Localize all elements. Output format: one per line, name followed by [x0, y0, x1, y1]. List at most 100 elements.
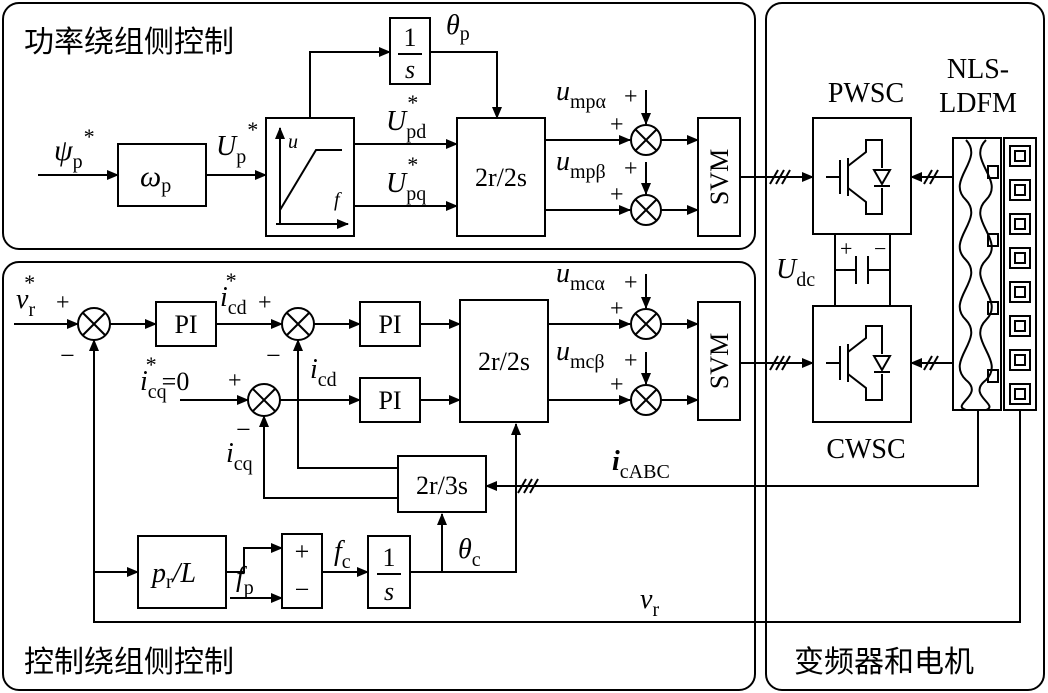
converter-machine-title: 变频器和电机 — [794, 645, 974, 680]
minus-sign: − — [236, 415, 251, 444]
summing-junction-icon — [630, 194, 662, 226]
pr-over-l-block — [137, 535, 227, 609]
transform-2r3s — [397, 455, 487, 513]
integrator-top-block — [389, 17, 431, 85]
summing-junction-icon — [247, 383, 281, 417]
theta-p-label: θp — [446, 10, 470, 45]
up-star-label: Up* — [216, 117, 257, 168]
igbt-switch-icon — [826, 325, 892, 401]
icd-star-label: icd* — [220, 268, 247, 319]
plus-sign: + — [624, 270, 638, 296]
icabc-label: icABC — [612, 446, 670, 483]
ump-alpha-label: umpα — [556, 76, 607, 113]
bus-slash-icon — [769, 355, 791, 371]
summing-junction-icon — [630, 308, 662, 340]
transform-2r2s-top-label: 2r/2s — [475, 163, 527, 192]
summing-junction-icon — [281, 307, 315, 341]
cwsc-label: CWSC — [826, 434, 905, 465]
pi-2-label: PI — [378, 310, 401, 339]
summing-junction-icon — [77, 307, 111, 341]
summing-junction-icon — [630, 384, 662, 416]
theta-c-to-transform — [410, 423, 521, 573]
converter-machine-panel — [765, 2, 1045, 691]
plus-sign: + — [610, 372, 624, 398]
capacitor-icon — [835, 256, 890, 284]
fp-label: fp — [236, 562, 254, 599]
icd-feedback — [293, 339, 398, 469]
control-winding-panel — [2, 261, 756, 691]
svm-top-label: SVM — [705, 149, 734, 205]
transform-2r2s-top — [456, 117, 546, 237]
icq-label: icq — [226, 438, 253, 475]
plus-sign: + — [610, 112, 624, 138]
omega-p-block — [117, 143, 207, 207]
omega-p-text: ωp — [140, 160, 171, 197]
transform-2r2s-bottom-label: 2r/2s — [478, 347, 530, 376]
plus-sign: + — [624, 84, 638, 110]
upq-label: Upq* — [386, 152, 426, 205]
bus-slash-icon — [769, 169, 791, 185]
umc-beta-label: umcβ — [556, 336, 605, 373]
power-winding-title: 功率绕组侧控制 — [24, 25, 234, 60]
pr-over-l-label: pr/L — [150, 558, 196, 593]
machine-label-2: LDFM — [939, 88, 1017, 119]
bus-slash-icon — [517, 478, 539, 494]
theta-c-label: θc — [458, 534, 481, 571]
upd-label: Upd* — [386, 90, 426, 143]
dc-plus: + — [840, 236, 852, 261]
vf-curve — [279, 149, 342, 211]
plus-sign: + — [624, 156, 638, 182]
icd-label: icd — [310, 354, 337, 391]
icq-feedback — [259, 415, 398, 499]
plus-sign: + — [56, 290, 70, 316]
pi-3-label: PI — [378, 386, 401, 415]
igbt-switch-icon — [826, 139, 892, 215]
theta-p-line — [430, 51, 502, 119]
plus-sign: + — [624, 348, 638, 374]
to-subtractor-a — [226, 543, 283, 573]
winding-coil-icon — [958, 139, 973, 411]
icq-star-label: icq*=0 — [140, 352, 189, 403]
integrator-bottom-den: s — [384, 577, 394, 606]
integrator-bottom-num: 1 — [383, 543, 396, 572]
control-winding-title: 控制绕组侧控制 — [24, 645, 234, 680]
integrator-bottom-block — [367, 535, 411, 609]
bus-slash-icon — [923, 169, 939, 185]
plus-sign: + — [228, 368, 242, 394]
mover-slots — [987, 145, 1031, 405]
minus-sign: − — [60, 341, 75, 370]
transform-2r3s-label: 2r/3s — [416, 471, 468, 500]
plus-sign: + — [610, 296, 624, 322]
subtractor-plus: + — [295, 537, 310, 566]
udc-label: Udc — [776, 254, 815, 291]
svm-bottom-block — [697, 301, 741, 421]
subtractor-minus: − — [295, 575, 310, 604]
vr-feedback — [89, 339, 1021, 623]
vf-u-label: u — [288, 131, 298, 153]
plus-sign: + — [258, 290, 272, 316]
minus-sign: − — [266, 341, 281, 370]
transform-2r2s-bottom — [459, 299, 549, 423]
winding-coil-icon — [978, 139, 993, 411]
vf-f-label: f — [334, 189, 342, 211]
integrator-top-num: 1 — [404, 23, 417, 52]
psi-p-label: ψp* — [54, 124, 94, 173]
to-integrator-line — [309, 47, 391, 118]
pi-1-label: PI — [174, 310, 197, 339]
integrator-top-den: s — [405, 55, 415, 84]
machine-label-1: NLS- — [947, 54, 1009, 85]
svm-bottom-label: SVM — [705, 333, 734, 389]
dc-minus: − — [874, 236, 886, 261]
vr-star-label: vr* — [16, 270, 35, 321]
vr-label: vr — [640, 584, 659, 621]
pwsc-label: PWSC — [828, 78, 904, 109]
ump-beta-label: umpβ — [556, 146, 606, 183]
summing-junction-icon — [630, 124, 662, 156]
plus-sign: + — [610, 182, 624, 208]
pi-2-block — [359, 301, 421, 347]
umc-alpha-label: umcα — [556, 258, 605, 295]
power-winding-panel — [2, 2, 756, 250]
svm-top-block — [697, 117, 741, 237]
fc-label: fc — [334, 536, 351, 573]
